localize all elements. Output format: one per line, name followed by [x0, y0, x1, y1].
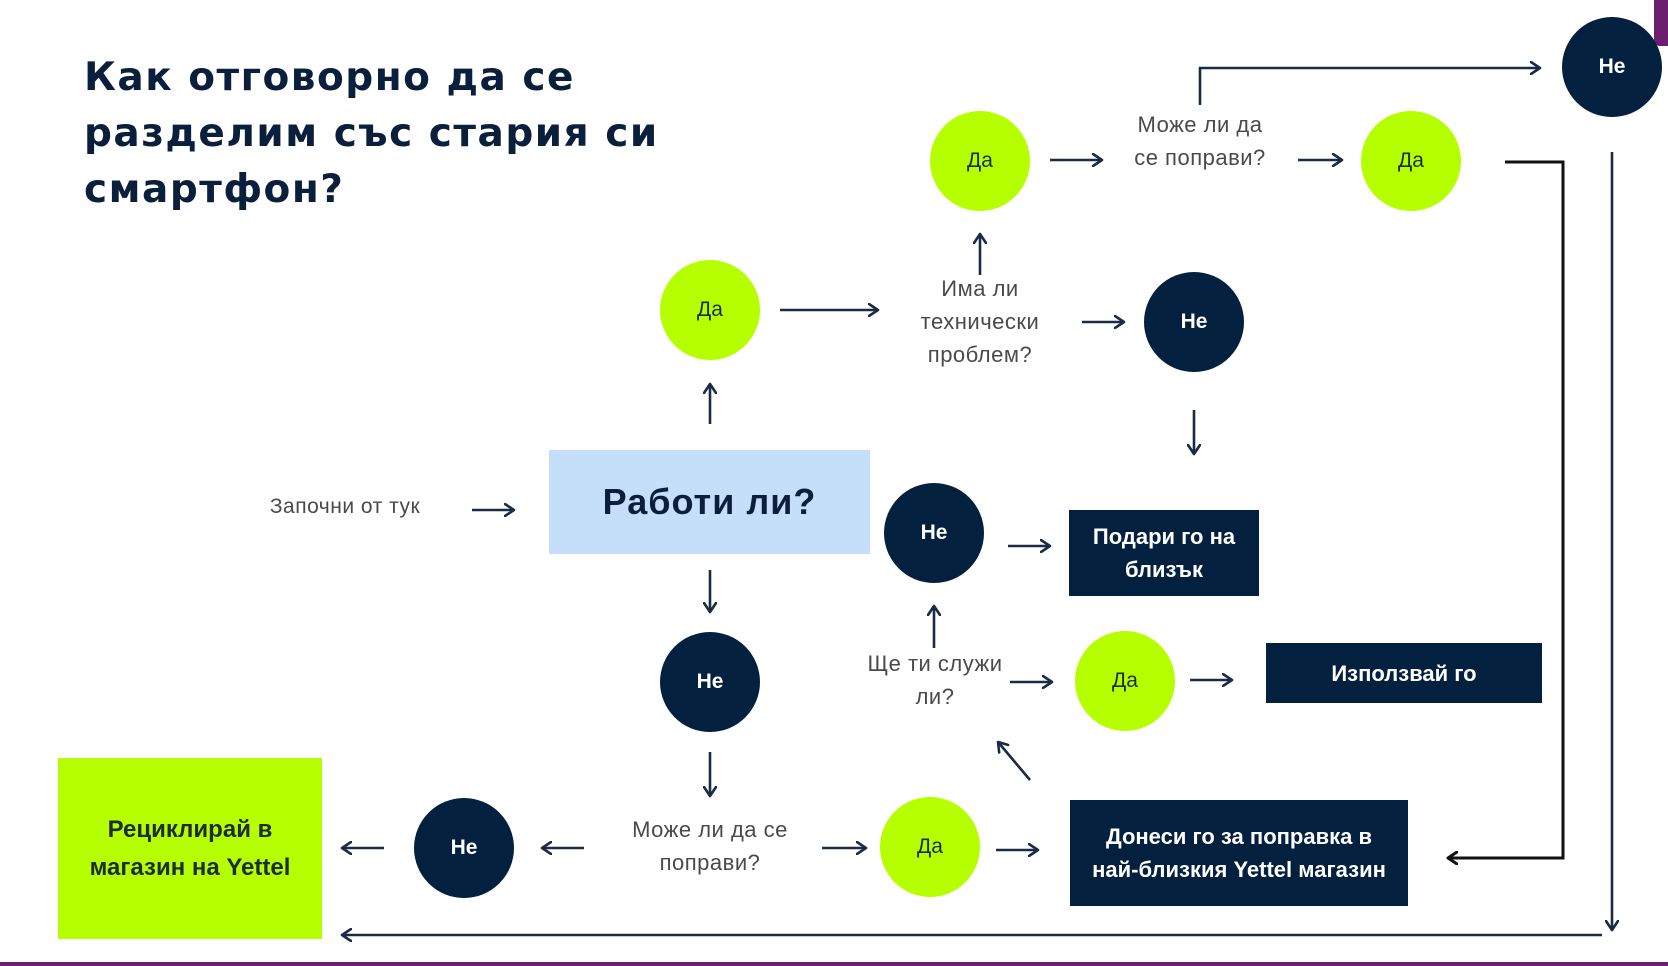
- start-question-box: Работи ли?: [549, 450, 870, 554]
- node-yes-has-problem: Да: [930, 111, 1030, 211]
- page-title: Как отговорно да се разделим със стария …: [84, 55, 659, 212]
- question-can-be-fixed-top: Може ли да се поправи?: [1134, 112, 1266, 170]
- outcome-gift-box: Подари го на близък: [1069, 510, 1259, 596]
- outcome-repair-box: Донеси го за поправка в най-близкия Yett…: [1070, 800, 1408, 906]
- node-yes-can-fix: Да: [1361, 111, 1461, 211]
- node-yes-can-fix-bottom: Да: [880, 797, 980, 897]
- start-label: Започни от тук: [269, 495, 421, 518]
- corner-accent: [1654, 0, 1668, 46]
- outcome-use-box: Използвай го: [1266, 643, 1542, 703]
- arrow-repair-to-serve: [998, 742, 1031, 781]
- question-technical-problem: Има ли технически проблем?: [920, 276, 1040, 367]
- arrow-fixable-no: [1198, 68, 1540, 105]
- arrow-fixable-yes-to-repair: [1448, 160, 1565, 858]
- outcome-recycle-box: Рециклирай в магазин на Yettel: [58, 758, 322, 939]
- node-yes-works: Да: [660, 260, 760, 360]
- node-yes-will-serve: Да: [1075, 631, 1175, 731]
- question-can-be-fixed-bottom: Може ли да се поправи?: [632, 817, 788, 875]
- node-no-does-not-work: Не: [660, 632, 760, 732]
- node-no-cannot-fix: Не: [1562, 17, 1662, 117]
- bottom-accent-line: [0, 962, 1668, 966]
- node-no-problem: Не: [1144, 272, 1244, 372]
- node-no-cannot-fix-bottom: Не: [414, 798, 514, 898]
- node-no-will-not-serve: Не: [884, 483, 984, 583]
- question-will-serve-you: Ще ти служи ли?: [867, 651, 1003, 709]
